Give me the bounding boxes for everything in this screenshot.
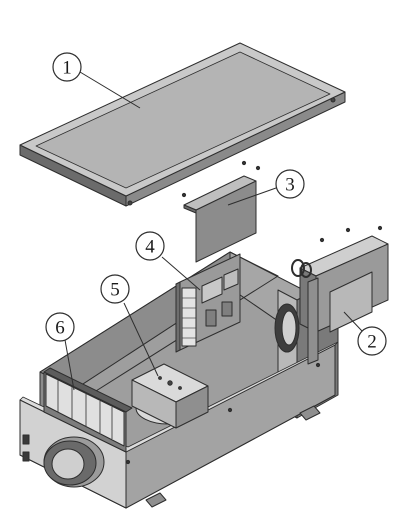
callout-6: 6 [45,312,75,342]
control-electronics-board [175,253,241,353]
fan-motor-unit [131,363,209,429]
callout-label-4: 4 [145,237,155,258]
callout-3: 3 [275,169,305,199]
callout-1: 1 [52,52,82,82]
callout-label-5: 5 [110,280,120,301]
leader-line-5 [123,302,159,377]
leader-line-6 [64,339,75,391]
callout-label-1: 1 [62,58,72,79]
leader-lines [64,71,363,391]
filter-cassette [43,367,133,453]
callout-5: 5 [100,274,130,304]
callout-label-6: 6 [55,318,65,339]
side-duct-connector-bracket [291,225,389,365]
leader-line-2 [343,311,363,332]
leader-line-1 [79,71,141,109]
callout-label-3: 3 [285,175,295,196]
callout-label-2: 2 [367,332,377,353]
leader-line-4 [161,256,201,291]
leader-line-3 [227,187,277,206]
callout-4: 4 [135,231,165,261]
control-cover-plate [181,160,261,263]
callout-2: 2 [357,326,387,356]
top-cover-panel [19,42,346,207]
